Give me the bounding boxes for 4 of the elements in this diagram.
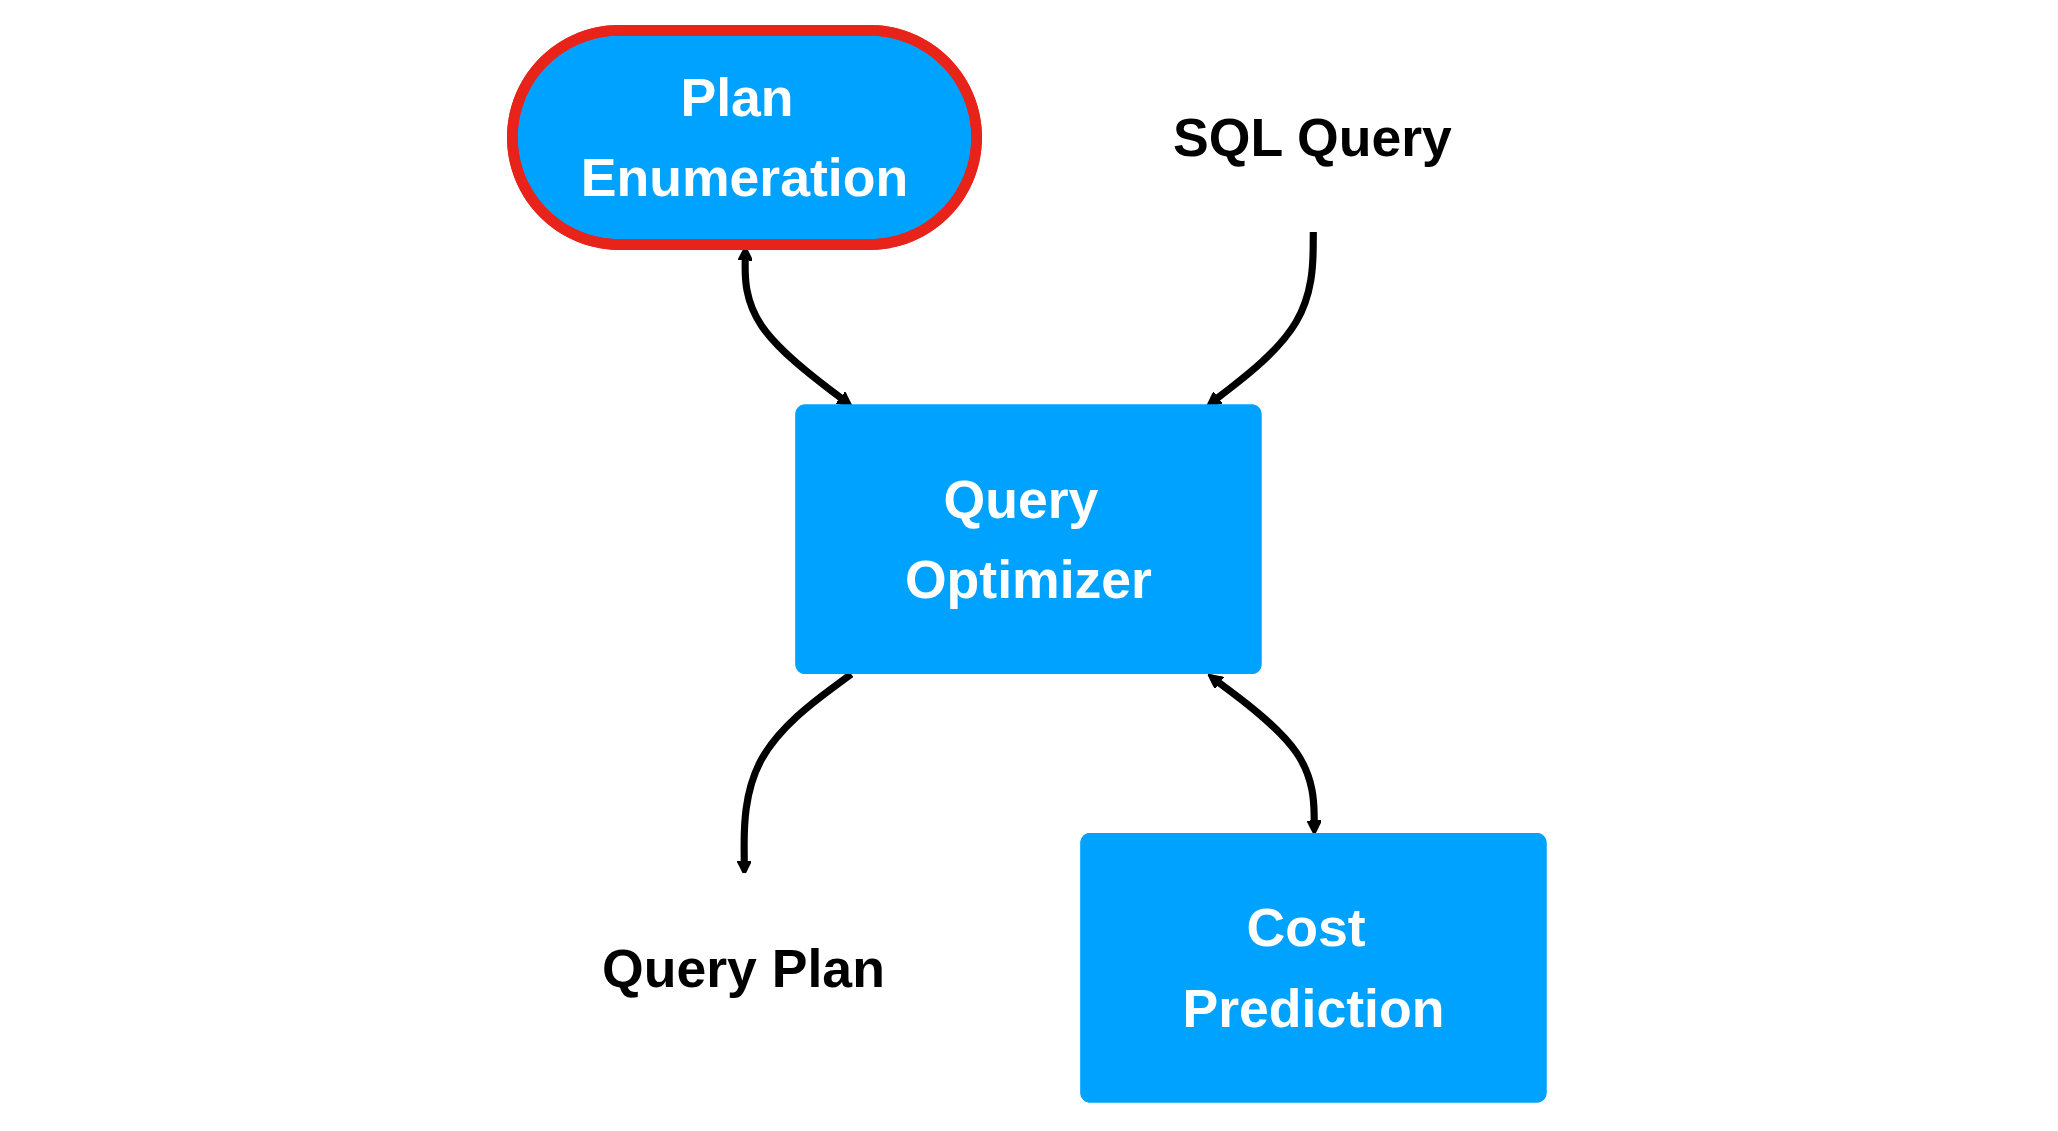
arrow — [1206, 231, 1317, 407]
node-text: SQL Query — [1173, 107, 1452, 167]
node-text: Query Plan — [602, 937, 885, 997]
arrow — [1207, 673, 1323, 835]
